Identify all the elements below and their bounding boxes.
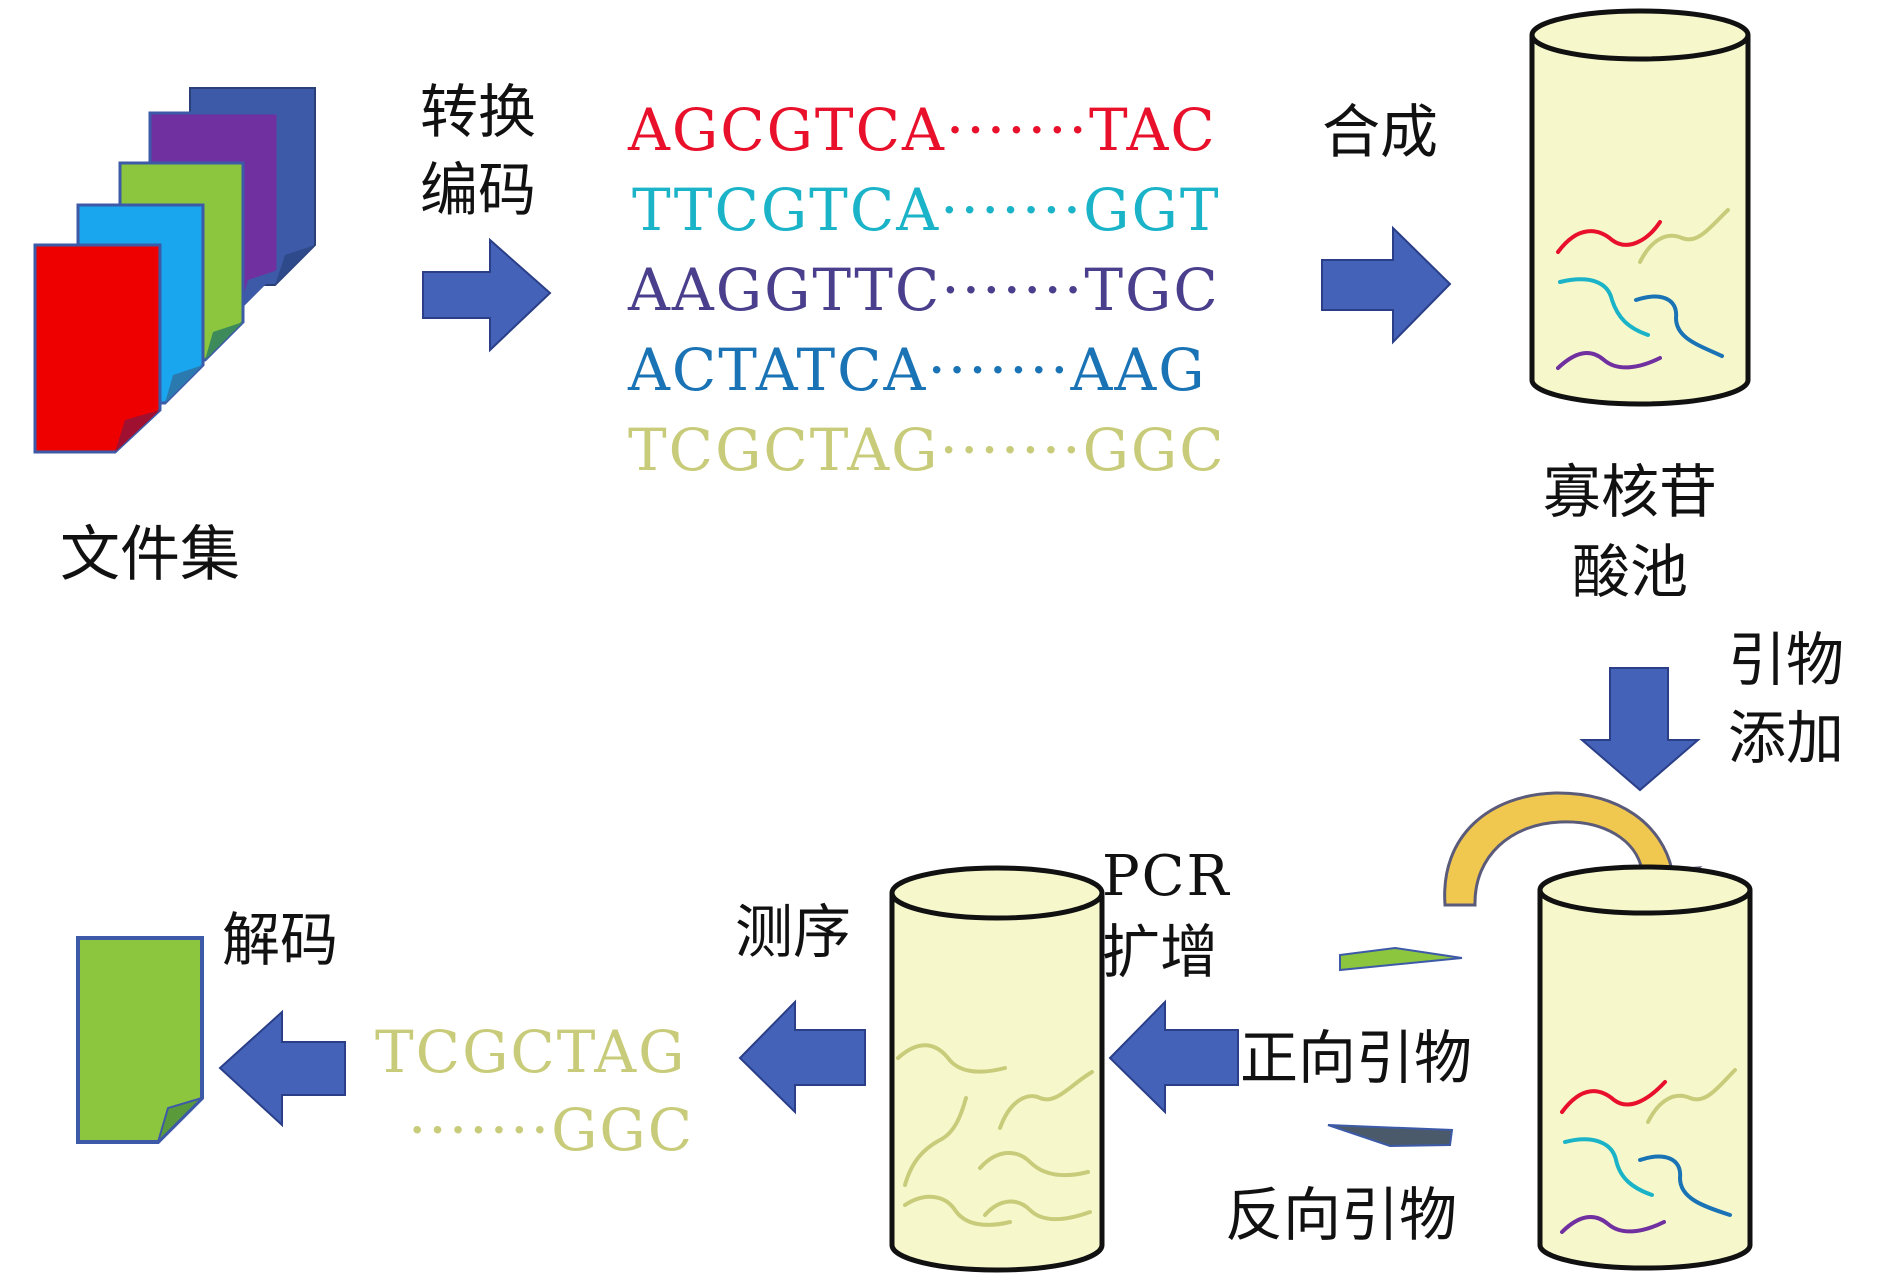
sequence-list: AGCGTCA·······TAC TTCGTCA·······GGT AAGG… <box>627 96 1226 484</box>
sequence-end: AAG <box>1070 336 1207 404</box>
sequence-end: TGC <box>1084 256 1219 324</box>
pcr-label: PCR <box>1102 844 1231 909</box>
decoded-file-icon <box>76 936 204 1144</box>
pcr-mix-cylinder <box>1537 864 1753 1271</box>
sequence-dots: ······· <box>940 416 1083 484</box>
sequence-line: ACTATCA·······AAG <box>627 336 1207 404</box>
sequence-start: ACTATCA <box>627 336 927 404</box>
arrow-left-decode <box>218 1009 346 1128</box>
sequence-end: GGC <box>1083 416 1226 484</box>
arrow-down-primer <box>1579 667 1701 792</box>
sequence-dots: ······· <box>940 176 1083 244</box>
forward-primer-icon <box>1339 946 1463 972</box>
decoded-sequence-end: ·······GGC <box>408 1096 694 1164</box>
sequence-start: TTCGTCA <box>632 176 940 244</box>
sequence-start: AAGGTTC <box>627 256 941 324</box>
oligo-pool-label: 寡核苷 <box>1543 458 1717 526</box>
primer-add-label: 引物 <box>1728 626 1844 694</box>
synthesis-label: 合成 <box>1322 98 1438 166</box>
reverse-primer-label: 反向引物 <box>1225 1181 1457 1249</box>
sequence-dots: ······· <box>946 96 1089 164</box>
oligo-pool-label: 酸池 <box>1572 538 1688 606</box>
dna-strands <box>896 1043 1094 1227</box>
forward-primer-label: 正向引物 <box>1240 1024 1472 1092</box>
arrow-right-synthesis <box>1321 225 1452 345</box>
sequence-line: TCGCTAG·······GGC <box>628 416 1226 484</box>
sequencing-label: 测序 <box>735 898 851 966</box>
sequence-end: GGT <box>1083 176 1220 244</box>
convert-label: 转换 <box>420 78 536 146</box>
reverse-primer-icon <box>1327 1124 1454 1148</box>
sequence-start: AGCGTCA <box>627 96 946 164</box>
arrow-left-pcr <box>1108 999 1239 1115</box>
amplify-label: 扩增 <box>1102 918 1218 986</box>
dna-strands <box>1556 208 1730 370</box>
oligo-pool-cylinder <box>1529 8 1751 407</box>
file-set-icon <box>33 87 316 454</box>
sequence-line: TTCGTCA·······GGT <box>632 176 1221 244</box>
sequence-dots: ······· <box>927 336 1070 404</box>
primer-add-label: 添加 <box>1728 704 1844 772</box>
arrow-left-sequencing <box>738 999 866 1115</box>
dna-strands <box>1560 1068 1737 1234</box>
sequence-start: TCGCTAG <box>628 416 940 484</box>
decode-label: 解码 <box>222 906 338 974</box>
sequence-line: AGCGTCA·······TAC <box>627 96 1217 164</box>
sequence-line: AAGGTTC·······TGC <box>627 256 1220 324</box>
pcr-product-cylinder <box>889 865 1105 1273</box>
decoded-sequence-start: TCGCTAG <box>375 1018 687 1086</box>
decoded-sequence-tail: GGC <box>551 1096 694 1164</box>
sequence-end: TAC <box>1089 96 1217 164</box>
sequence-dots: ······· <box>941 256 1084 324</box>
file-set-label: 文件集 <box>60 520 240 590</box>
decoded-sequence-dots: ······· <box>408 1096 551 1164</box>
file-red <box>33 243 162 454</box>
encode-label: 编码 <box>420 156 536 224</box>
arrow-right-encode <box>422 237 552 353</box>
